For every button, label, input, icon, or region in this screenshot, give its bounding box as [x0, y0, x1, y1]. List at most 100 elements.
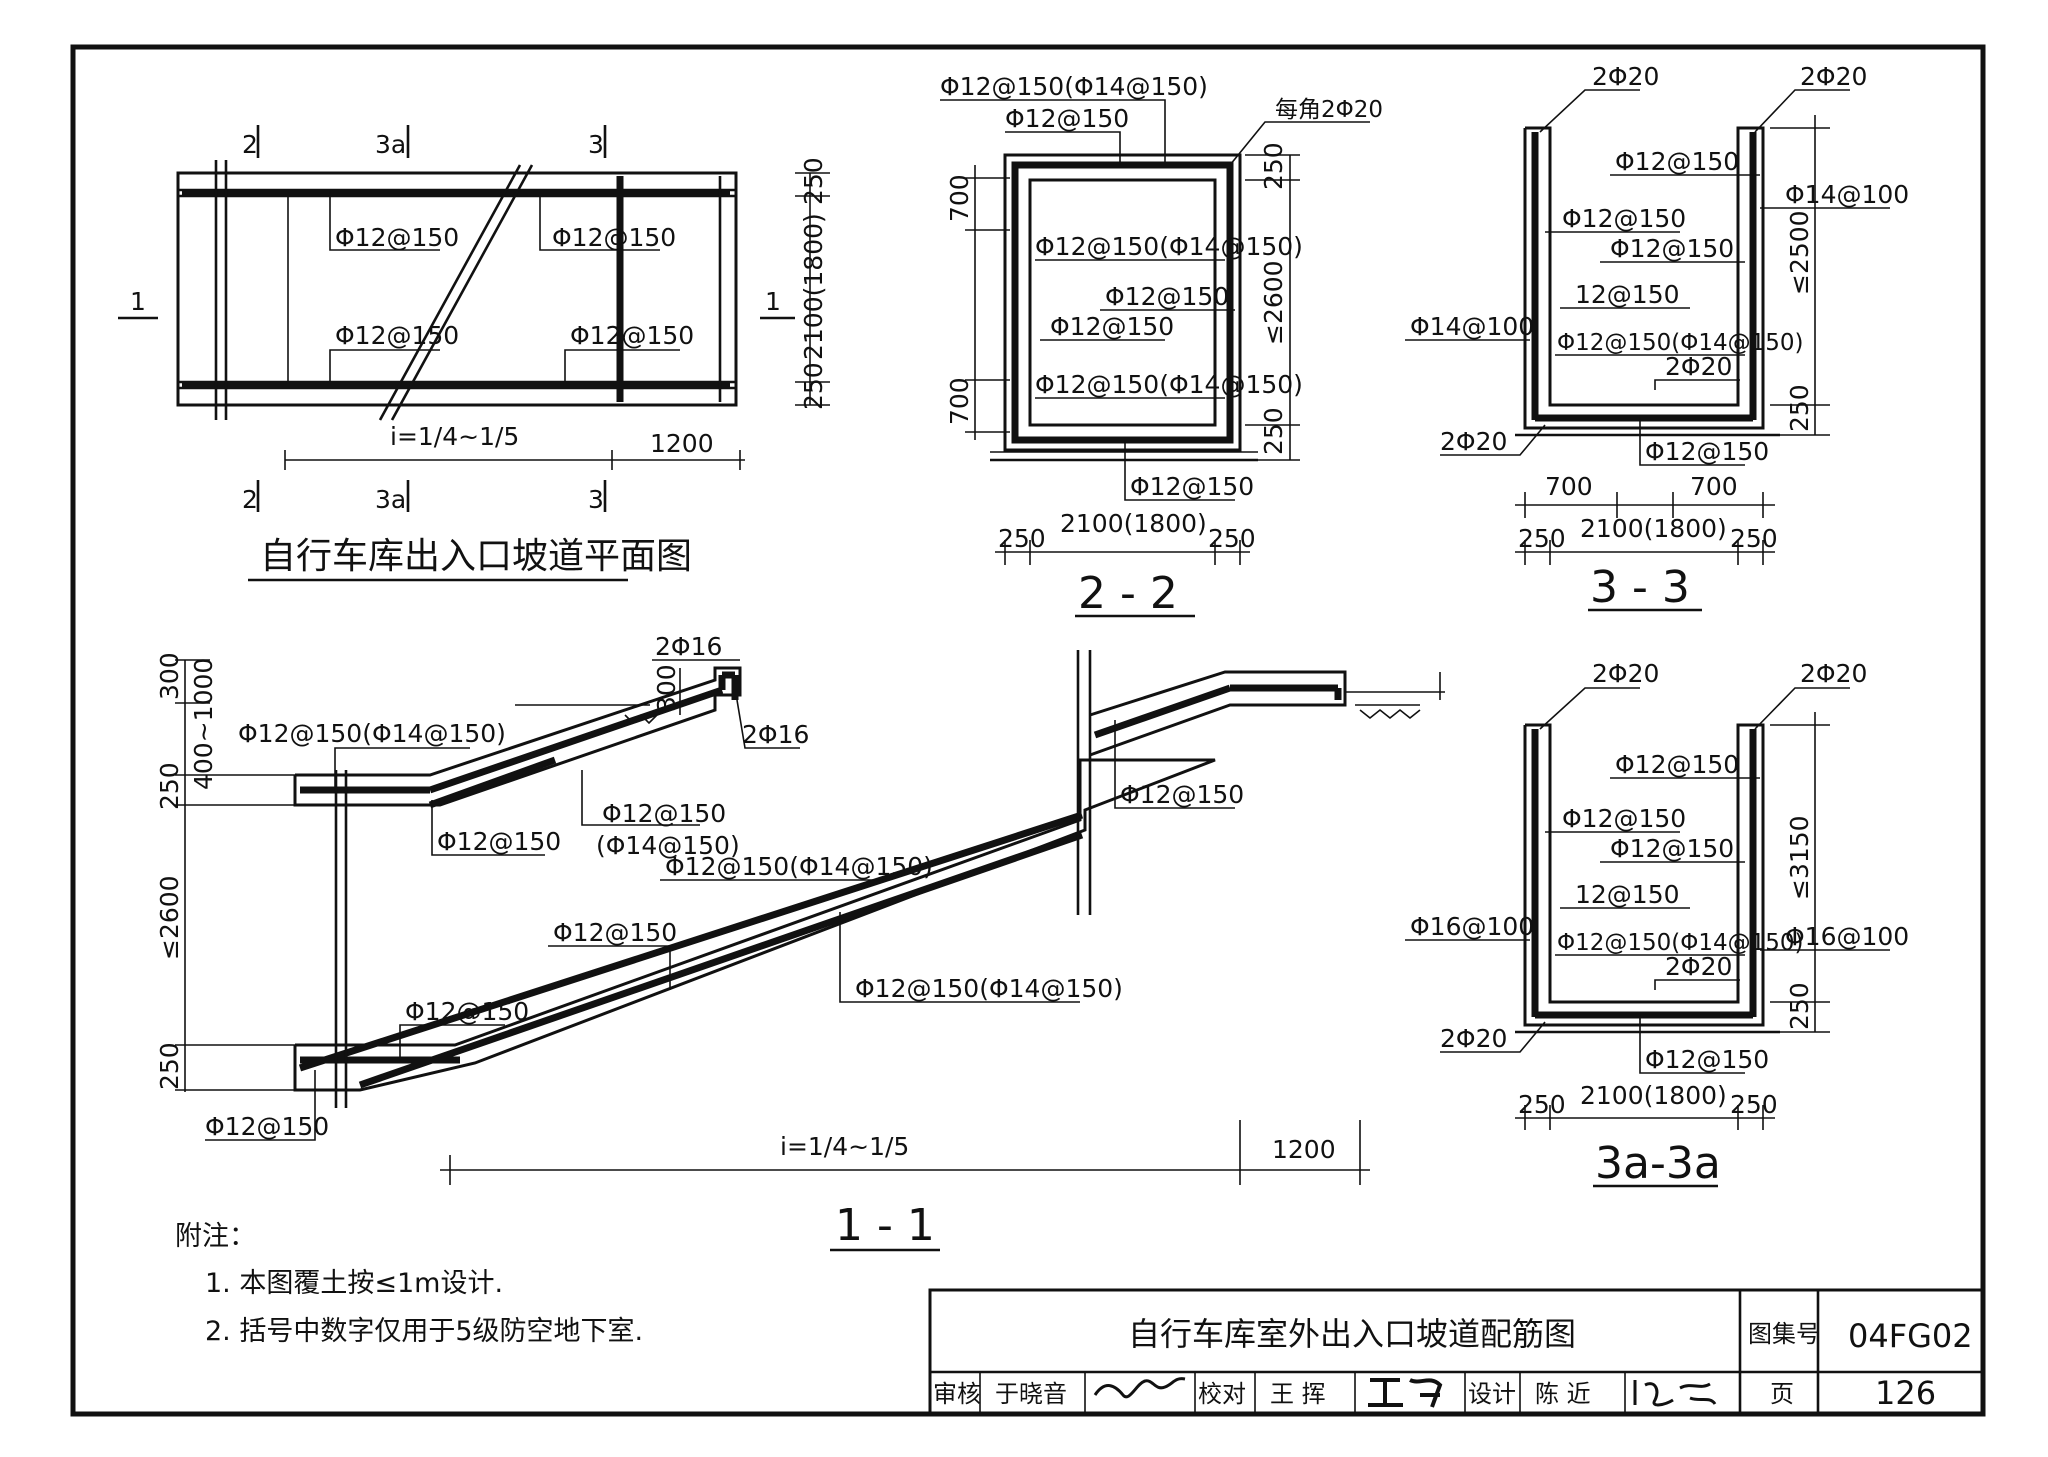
sec3a-bar-right: Φ16@100 [1785, 922, 1909, 951]
sec11-bar6: Φ12@150(Φ14@150) [855, 974, 1123, 1003]
plan-cut-3a-bot: 3a [375, 485, 406, 514]
sec33-bar3: Φ12@150 [1610, 234, 1734, 263]
plan-dim-bottom: 250 [799, 362, 828, 410]
sec33-2phi20-r: 2Φ20 [1800, 62, 1867, 91]
sec11-bar3b: (Φ14@150) [596, 831, 740, 860]
sec33-2phi20-bl: 2Φ20 [1440, 427, 1507, 456]
sec22-corner: 每角2Φ20 [1275, 97, 1383, 123]
plan-cut-3-top: 3 [588, 130, 604, 159]
sec33-bar4: 12@150 [1575, 280, 1680, 309]
sec3a-2phi20-bl: 2Φ20 [1440, 1024, 1507, 1053]
sec33-2phi20-l: 2Φ20 [1592, 62, 1659, 91]
plan-cut-3a-top: 3a [375, 130, 406, 159]
sec3a-bar4: 12@150 [1575, 880, 1680, 909]
atlas-label: 图集号 [1748, 1320, 1820, 1348]
sec3a-dim-250-l: 250 [1518, 1090, 1566, 1119]
drawing-title: 自行车库室外出入口坡道配筋图 [1128, 1315, 1576, 1353]
plan-bar-a: Φ12@150 [335, 223, 459, 252]
sec3a-bar-left: Φ16@100 [1410, 912, 1534, 941]
section-1-1: 300 400~1000 250 ≤2600 250 2Φ16 300 2Φ16… [155, 632, 1445, 1252]
atlas-no: 04FG02 [1848, 1317, 1973, 1355]
sec11-bar2: Φ12@150 [437, 827, 561, 856]
sec11-bar1: Φ12@150(Φ14@150) [238, 719, 506, 748]
sec33-bar1: Φ12@150 [1615, 147, 1739, 176]
sec11-dim-250b: 250 [155, 1042, 184, 1090]
sec3a-2phi20-l: 2Φ20 [1592, 659, 1659, 688]
sec22-inner [1028, 178, 1217, 427]
plan-bar-b: Φ12@150 [552, 223, 676, 252]
sec22-dim-250-top: 250 [1259, 142, 1288, 190]
sec33-dim-700-l: 700 [1545, 472, 1593, 501]
sec22-dim-250-bot: 250 [1259, 407, 1288, 455]
sec11-dim-250a: 250 [155, 762, 184, 810]
plan-cut-2-bot: 2 [242, 485, 258, 514]
sec11-slope: i=1/4~1/5 [780, 1132, 909, 1161]
sec11-dim-300a: 300 [155, 652, 184, 700]
sec22-top-bar2: Φ12@150 [1005, 104, 1129, 133]
sec11-top-2phi16: 2Φ16 [655, 632, 722, 661]
sec11-bar-right: Φ12@150 [1120, 780, 1244, 809]
sec33-bar-left: Φ14@100 [1410, 312, 1534, 341]
plan-cut-2-top: 2 [242, 130, 258, 159]
sec33-bar5: Φ12@150(Φ14@150) [1557, 330, 1804, 356]
sec11-bar4: Φ12@150(Φ14@150) [665, 852, 933, 881]
plan-view: 2 3a 3 2 3a 3 1 1 Φ12@150 Φ12@150 Φ12@15… [118, 125, 830, 582]
sec3a-title: 3a-3a [1595, 1138, 1721, 1189]
sec3a-bar3: Φ12@150 [1610, 834, 1734, 863]
sec3a-dim-250: 250 [1785, 982, 1814, 1030]
plan-dim-top: 250 [799, 157, 828, 205]
sec33-dim-250-r: 250 [1730, 524, 1778, 553]
designer-name: 陈 近 [1535, 1380, 1591, 1408]
sec33-title: 3 - 3 [1590, 562, 1690, 613]
plan-dim-width: 2100(1800) [799, 213, 828, 360]
sec33-bar-bot: Φ12@150 [1645, 437, 1769, 466]
notes-heading: 附注： [175, 1221, 256, 1252]
sec3a-bar5: Φ12@150(Φ14@150) [1557, 930, 1804, 956]
reviewer-signature [1093, 1377, 1186, 1399]
sec11-dim-300b: 300 [652, 664, 681, 712]
sec11-dim-2600: ≤2600 [155, 875, 184, 960]
sec33-bar-right: Φ14@100 [1785, 180, 1909, 209]
page-no: 126 [1875, 1374, 1936, 1412]
page-label: 页 [1770, 1380, 1794, 1408]
plan-outline [176, 171, 738, 407]
sec11-dim-400: 400~1000 [189, 658, 218, 790]
sec22-wall-bar4: Φ12@150(Φ14@150) [1035, 370, 1303, 399]
sec22-wall-bar1: Φ12@150(Φ14@150) [1035, 232, 1303, 261]
plan-cut-1-left: 1 [130, 287, 146, 316]
sec22-dim-width: 2100(1800) [1060, 509, 1207, 538]
title-block: 自行车库室外出入口坡道配筋图 图集号 04FG02 审核 于晓音 校对 王 挥 … [928, 1288, 1985, 1416]
plan-title: 自行车库出入口坡道平面图 [260, 536, 692, 577]
section-2-2: Φ12@150(Φ14@150) Φ12@150 每角2Φ20 700 700 … [940, 72, 1383, 619]
sec3a-dim-250-r: 250 [1730, 1090, 1778, 1119]
sec3a-bar6: 2Φ20 [1665, 952, 1732, 981]
plan-bar-d: Φ12@150 [570, 321, 694, 350]
sec22-dim-700-bot: 700 [945, 377, 974, 425]
plan-bar-c: Φ12@150 [335, 321, 459, 350]
designer-signature [1633, 1380, 1717, 1407]
sec33-bar2: Φ12@150 [1562, 204, 1686, 233]
sec11-dim-1200: 1200 [1272, 1135, 1336, 1164]
sec11-title: 1 - 1 [835, 1200, 935, 1251]
sec33-dim-250-l: 250 [1518, 524, 1566, 553]
sec22-bot-bar: Φ12@150 [1130, 472, 1254, 501]
sec33-dim-250: 250 [1785, 384, 1814, 432]
sec11-bar7: Φ12@150 [405, 997, 529, 1026]
note-2: 2. 括号中数字仅用于5级防空地下室. [205, 1316, 643, 1347]
reviewer-name: 于晓音 [995, 1380, 1067, 1408]
sec22-wall-bar2: Φ12@150 [1105, 282, 1229, 311]
sec22-title: 2 - 2 [1078, 568, 1178, 619]
sec22-dim-height: ≤2600 [1259, 260, 1288, 345]
sec33-bar6: 2Φ20 [1665, 352, 1732, 381]
sec22-dim-250-r: 250 [1208, 524, 1256, 553]
notes: 附注： 1. 本图覆土按≤1m设计. 2. 括号中数字仅用于5级防空地下室. [175, 1221, 643, 1347]
sec22-outer [1003, 153, 1242, 452]
sec22-top-bar: Φ12@150(Φ14@150) [940, 72, 1208, 101]
sec22-dim-700-top: 700 [945, 174, 974, 222]
sec11-bar3: Φ12@150 [602, 799, 726, 828]
check-label: 校对 [1198, 1380, 1246, 1408]
plan-slope: i=1/4~1/5 [390, 422, 519, 451]
plan-cut-3-bot: 3 [588, 485, 604, 514]
sec11-bar5: Φ12@150 [553, 918, 677, 947]
